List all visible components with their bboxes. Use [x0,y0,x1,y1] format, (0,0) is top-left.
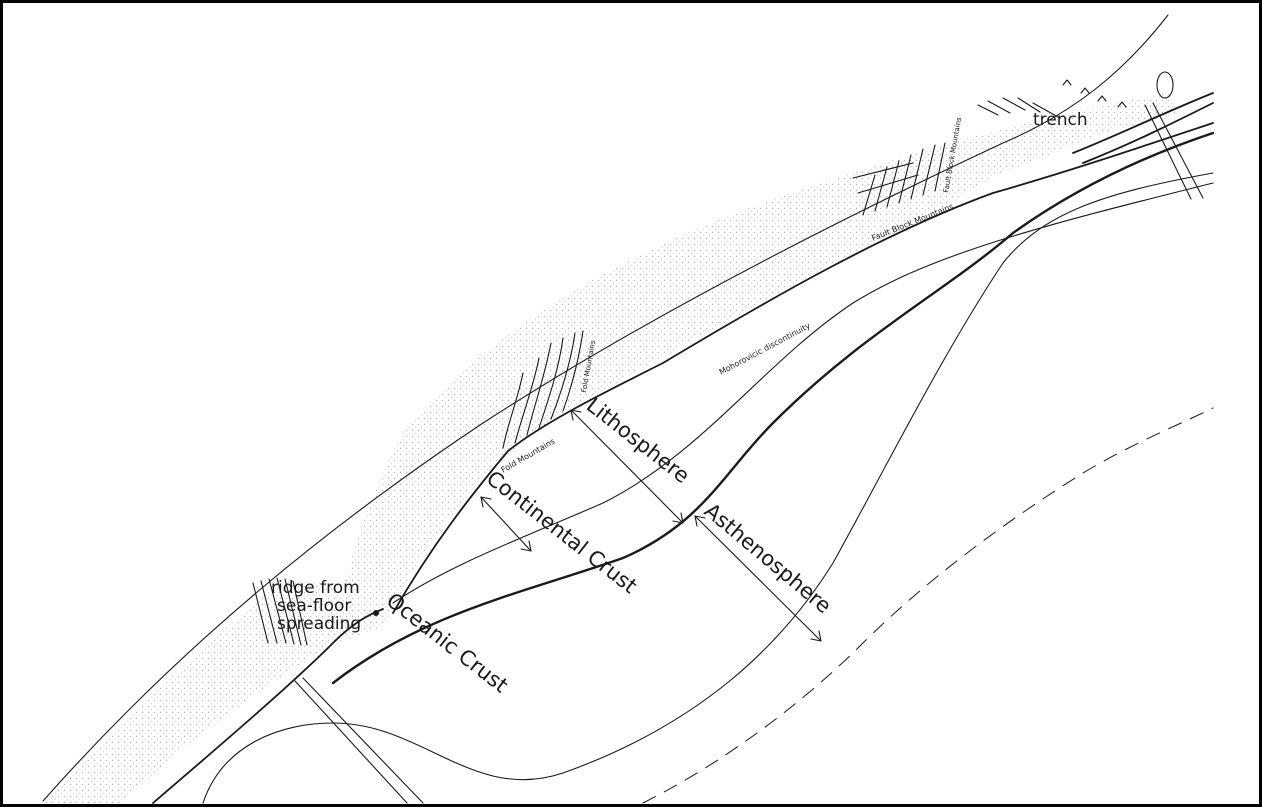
ridge-label-line2: sea-floor [277,596,351,616]
ridge-label-line3: spreading [277,614,361,634]
oceanic-crust-label: Oceanic Crust [382,588,513,697]
dashed-boundary [643,408,1213,803]
ridge-split-line-2 [295,681,407,803]
asthenosphere-label: Asthenosphere [700,498,836,618]
earth-cross-section-drawing: ridge from sea-floor spreading Oceanic C… [3,3,1259,804]
oceanic-crust-dot [373,610,379,616]
moho-label: Mohorovicic discontinuity [718,321,812,377]
lithosphere-label: Lithosphere [582,393,694,488]
slab-line4 [1145,105,1191,199]
ridge-label-line1: ridge from [271,578,360,598]
ridge-split-line [303,678,423,803]
trench-label: trench [1033,110,1088,130]
